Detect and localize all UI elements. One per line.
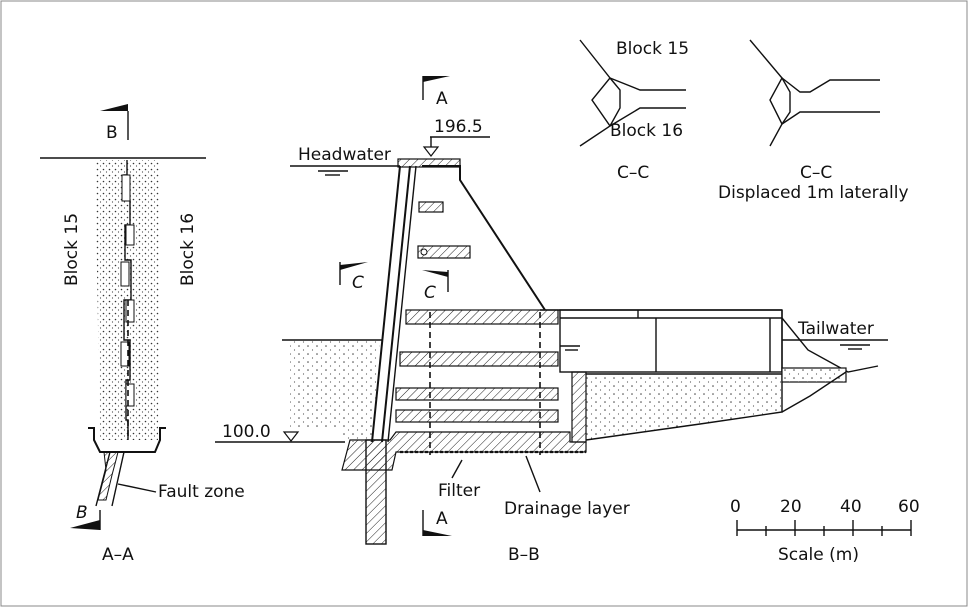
label-fault-zone: Fault zone: [158, 482, 245, 502]
section-aa: B Block 15 Block 16 Fault zone B A–A: [40, 104, 245, 565]
scale-bar: 0 20 40 60 Scale (m): [730, 497, 920, 565]
label-block15-cc: Block 15: [616, 39, 689, 59]
label-b-bottom: B: [76, 503, 88, 523]
section-marker-a-top: [423, 76, 450, 82]
label-tailwater: Tailwater: [797, 319, 874, 339]
scale-tick-60: 60: [898, 497, 920, 517]
caption-cc-2: C–C: [800, 163, 832, 183]
scale-tick-0: 0: [730, 497, 741, 517]
caption-cc-1: C–C: [617, 163, 649, 183]
section-marker-a-bottom: [423, 530, 452, 536]
label-block15-aa: Block 15: [62, 213, 82, 286]
caption-displaced: Displaced 1m laterally: [718, 183, 909, 203]
dam-downstream-face: [422, 165, 546, 311]
label-b-top: B: [106, 123, 118, 143]
label-block16-cc: Block 16: [610, 121, 683, 141]
caption-bb: B–B: [508, 545, 540, 565]
label-block16-aa: Block 16: [178, 213, 198, 286]
section-cc-1: Block 15 Block 16 C–C: [579, 39, 689, 183]
label-a-top: A: [436, 89, 448, 109]
section-marker-c-right: [422, 270, 448, 277]
cutoff-base: [88, 427, 166, 453]
powerhouse: [559, 309, 783, 373]
label-headwater: Headwater: [298, 145, 391, 165]
label-elev-bottom: 100.0: [222, 422, 271, 442]
label-elev-top: 196.5: [434, 117, 483, 137]
scale-tick-40: 40: [840, 497, 862, 517]
section-marker-b-bottom: [70, 520, 100, 530]
scale-tick-20: 20: [780, 497, 802, 517]
section-cc-2: C–C Displaced 1m laterally: [718, 39, 909, 203]
scale-title: Scale (m): [778, 545, 859, 565]
label-a-bottom: A: [436, 509, 448, 529]
caption-aa: A–A: [102, 545, 134, 565]
section-marker-b-top: [100, 104, 128, 111]
foundation-block: [341, 431, 587, 471]
label-c-left: C: [352, 273, 364, 293]
label-drainage: Drainage layer: [504, 499, 630, 519]
reservoir-sediment: [290, 340, 380, 442]
section-bb: A 196.5 Headwater C C: [215, 76, 888, 565]
label-filter: Filter: [438, 481, 480, 501]
section-marker-c-left: [340, 262, 368, 270]
label-c-right: C: [424, 283, 436, 303]
